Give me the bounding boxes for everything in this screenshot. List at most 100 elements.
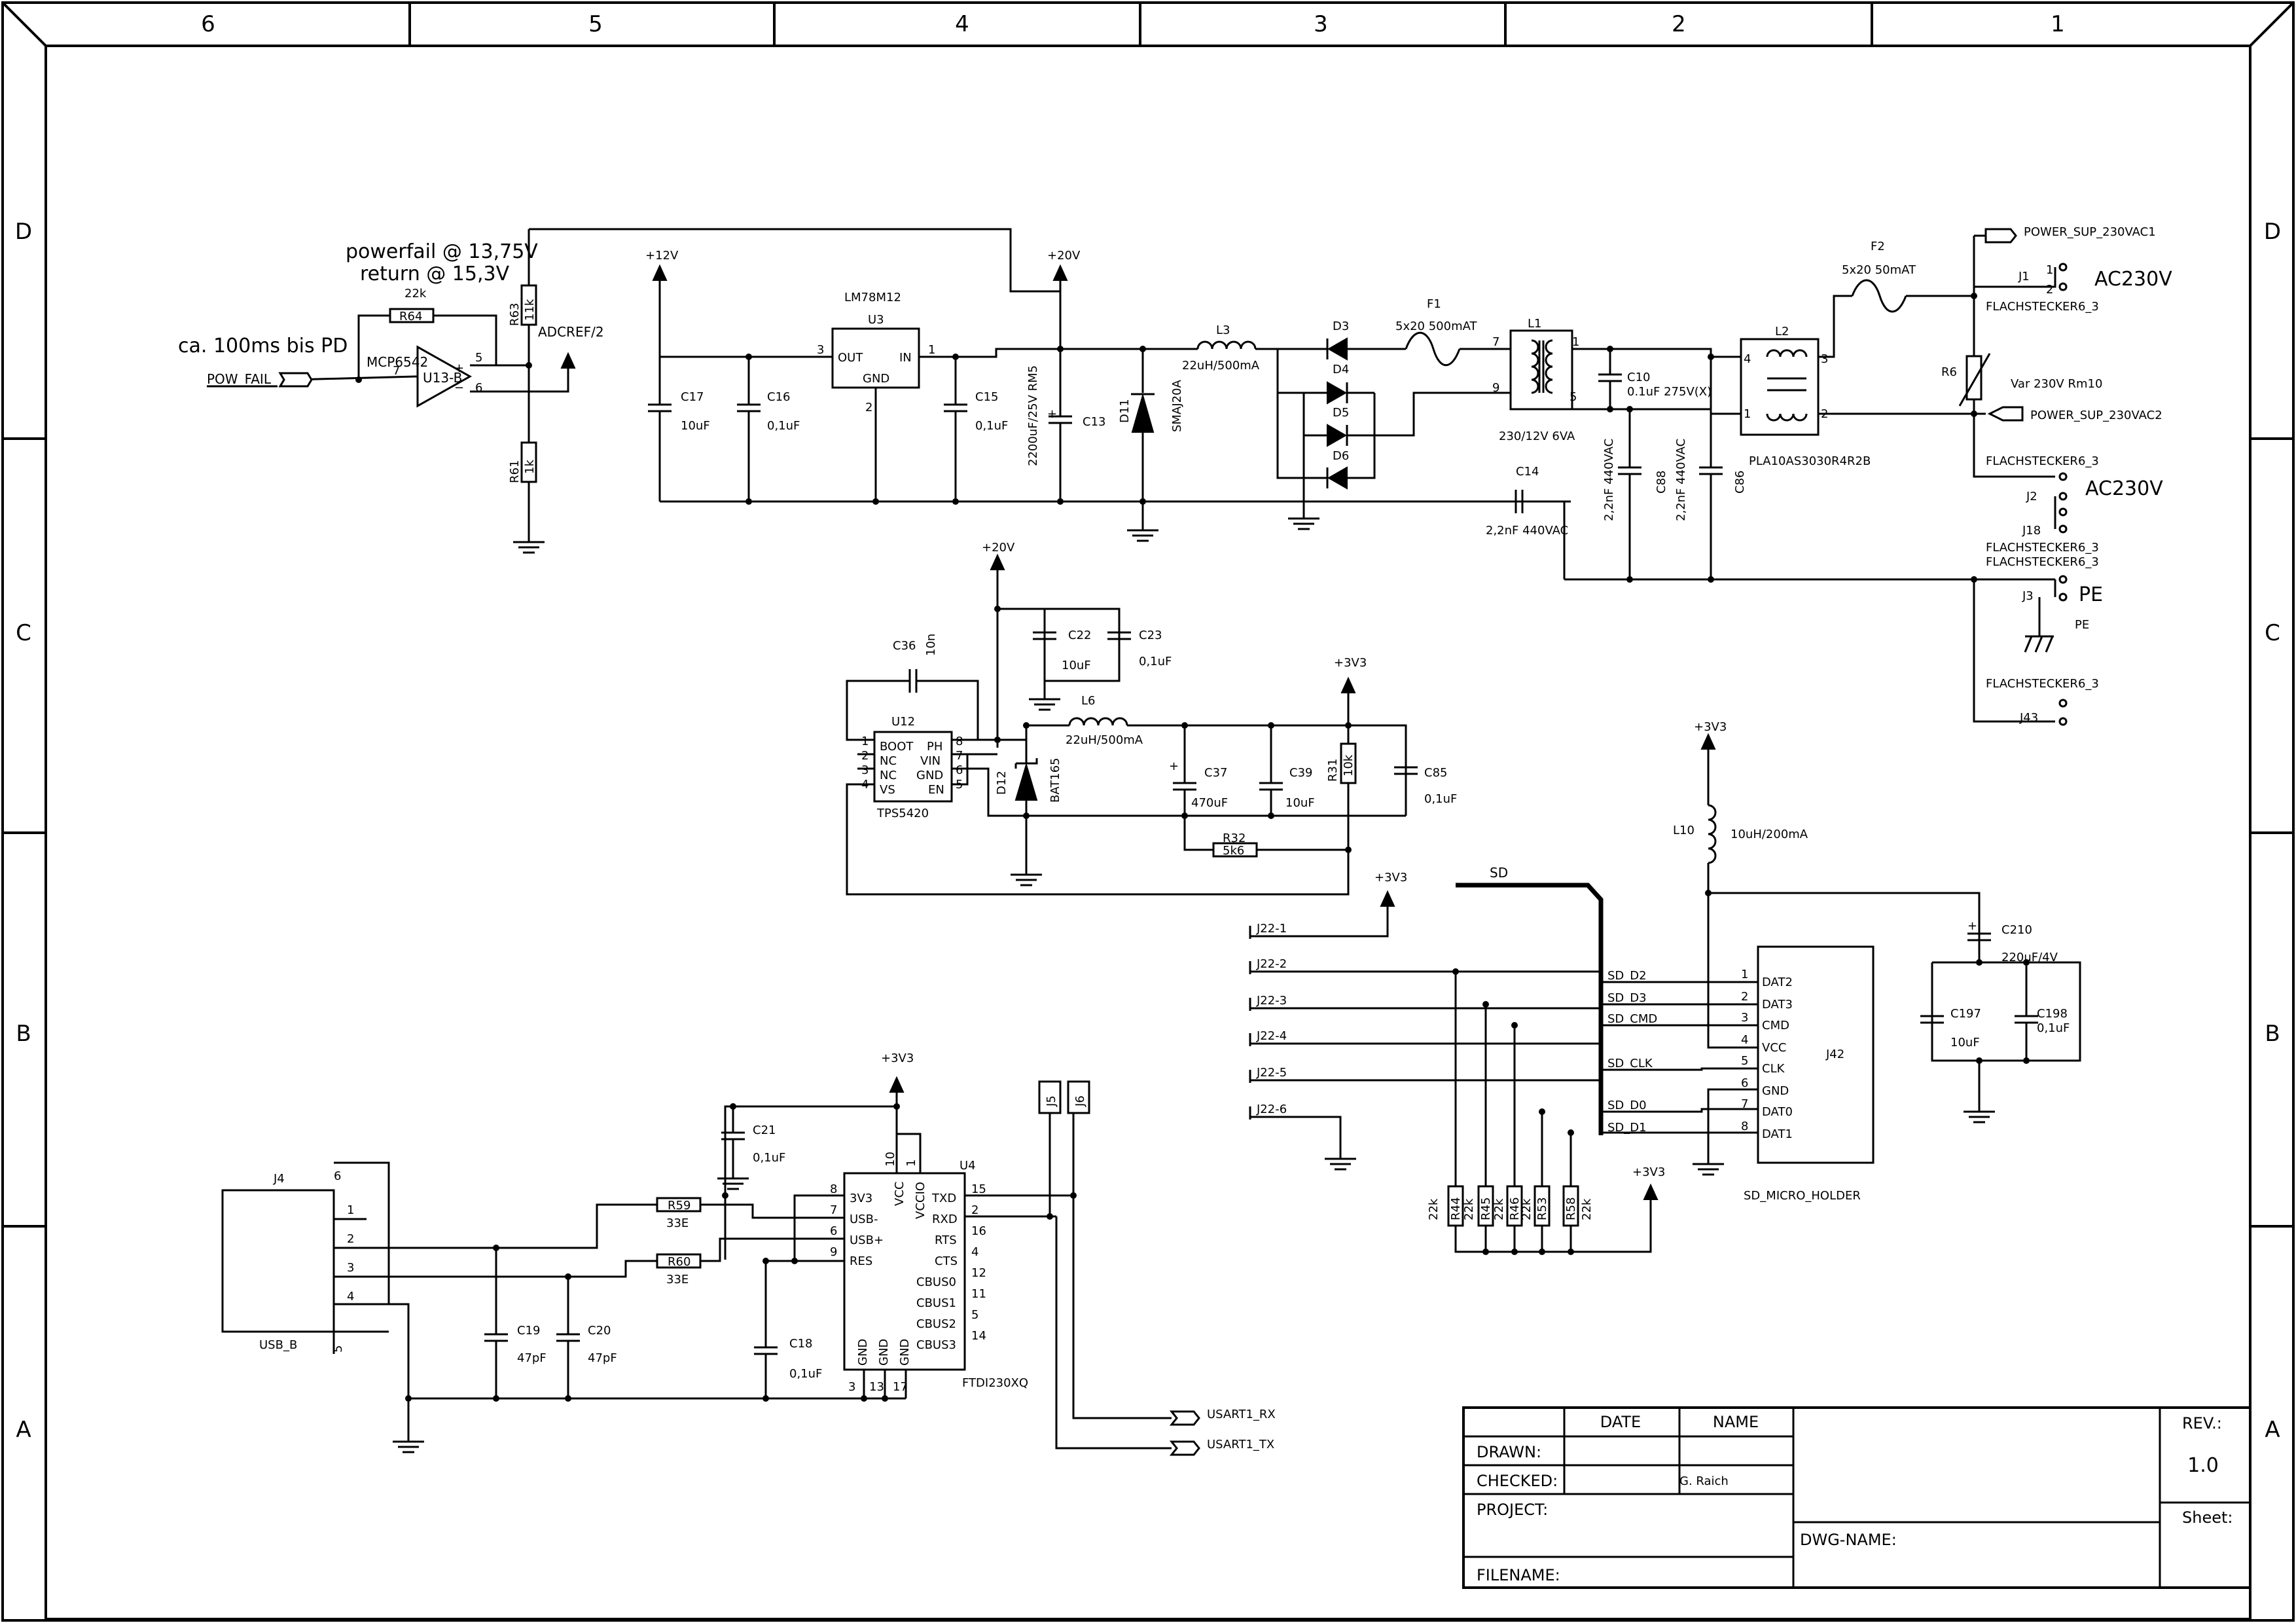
u4-top-name-1: VCCIO (914, 1182, 927, 1219)
j18-ref: J18 (2022, 524, 2041, 538)
l6-inductor (1068, 717, 1128, 726)
adcref-label: ADCREF/2 (538, 324, 604, 340)
u4-right-name-5: CBUS1 (916, 1296, 956, 1310)
title-rev-label: REV.: (2182, 1414, 2222, 1432)
pwr-3v3-a-label: +3V3 (1334, 656, 1367, 670)
c13-ref: C13 (1083, 415, 1105, 429)
c197-value: 10uF (1950, 1036, 1980, 1049)
u3-pin1: 1 (928, 343, 935, 357)
r44-ref: R44 (1449, 1197, 1463, 1220)
l2-ref: L2 (1775, 325, 1789, 338)
l3-value: 22uH/500mA (1182, 359, 1260, 373)
sd-net-clk: SD_CLK (1607, 1057, 1653, 1070)
j4-pin6: 6 (334, 1169, 341, 1183)
c20-value: 47pF (588, 1351, 617, 1365)
j42-pin-name-vcc: VCC (1762, 1041, 1786, 1055)
u12-en: EN (928, 783, 944, 797)
power-sup-230vac2-port[interactable] (1987, 406, 2024, 422)
j42-pin-num-5: 5 (1741, 1054, 1748, 1068)
j3-tag: PE (2079, 583, 2103, 606)
u4-ftdi-ic (843, 1172, 966, 1371)
r53-value: 22k (1520, 1198, 1534, 1220)
c198-value: 0,1uF (2037, 1021, 2070, 1035)
j4-ref: J4 (273, 1172, 285, 1186)
l2-pin3: 3 (1821, 352, 1828, 366)
u4-left-num-0: 8 (830, 1182, 837, 1196)
f1-value: 5x20 500mAT (1395, 319, 1478, 333)
pwr-3v3-e-label: +3V3 (881, 1051, 914, 1065)
j4-pin4: 4 (347, 1290, 354, 1304)
pwr-3v3-b-label: +3V3 (1374, 871, 1407, 884)
u12-vin: VIN (920, 754, 941, 768)
r45-ref: R45 (1479, 1197, 1493, 1220)
f2-fuse (1851, 279, 1907, 313)
l1-pin9: 9 (1492, 381, 1499, 395)
frame-col-1: 1 (2051, 11, 2065, 37)
c13-value: 2200uF/25V RM5 (1026, 365, 1040, 466)
j42-pin-num-3: 3 (1741, 1011, 1748, 1025)
u12-p8: 8 (956, 735, 963, 748)
d5-ref: D5 (1333, 406, 1349, 420)
pow-fail-port[interactable] (278, 372, 313, 388)
sd-net-d3: SD_D3 (1607, 991, 1647, 1005)
title-name-header: NAME (1713, 1413, 1759, 1431)
r63-value: 11k (523, 299, 537, 321)
u13-pin6: 6 (475, 381, 482, 395)
u4-left-name-2: USB+ (850, 1233, 884, 1247)
j42-pin-name-gnd: GND (1762, 1084, 1789, 1098)
u4-left-name-0: 3V3 (850, 1192, 872, 1205)
r6-value: Var 230V Rm10 (2011, 377, 2102, 391)
c198-ref: C198 (2037, 1007, 2068, 1021)
l10-ref: L10 (1673, 824, 1695, 837)
r53-ref: R53 (1535, 1197, 1549, 1220)
j22-pin6: J22-6 (1256, 1103, 1287, 1116)
power-sup-230vac1-port[interactable] (1984, 228, 2017, 244)
u13-part: MCP6542 (367, 354, 428, 370)
u13-minus: − (454, 381, 464, 395)
r6-ref: R6 (1941, 365, 1957, 379)
title-sheet-label: Sheet: (2182, 1508, 2233, 1527)
c37-ref: C37 (1204, 766, 1227, 780)
j4-part: USB_B (259, 1338, 297, 1352)
c10-value: 0.1uF 275V(X) (1627, 385, 1712, 399)
u12-ph: PH (927, 740, 942, 754)
c19-ref: C19 (517, 1324, 540, 1338)
r32-ref: R32 (1223, 831, 1246, 845)
j1-ref: J1 (2018, 270, 2030, 283)
r59-ref: R59 (668, 1199, 691, 1213)
j4-usb-b-connector[interactable] (221, 1189, 335, 1333)
c37-plus: + (1169, 759, 1179, 773)
u3-part: LM78M12 (844, 291, 901, 304)
u4-ref: U4 (960, 1159, 976, 1173)
d3-ref: D3 (1333, 319, 1349, 333)
j42-pin-num-1: 1 (1741, 968, 1748, 981)
u4-right-num-6: 5 (971, 1308, 978, 1322)
usart1-tx-port[interactable] (1169, 1440, 1200, 1456)
j5-ref: J5 (1045, 1095, 1058, 1107)
r64-ref: R64 (399, 310, 422, 323)
u4-bottom-num-1: 13 (869, 1380, 884, 1394)
l2-choke-outline (1740, 338, 1820, 436)
j6-testpoint[interactable] (1067, 1080, 1090, 1114)
pwr-20v-a-label: +20V (1047, 249, 1081, 263)
l6-ref: L6 (1081, 694, 1095, 708)
c36-ref: C36 (893, 639, 916, 653)
l1-value: 230/12V 6VA (1499, 429, 1575, 443)
frame-row-c-right: C (2265, 620, 2280, 646)
c15-ref: C15 (975, 390, 998, 404)
j3-gnd-label: PE (2075, 618, 2089, 632)
j2-tag: AC230V (2085, 477, 2163, 500)
title-checked: CHECKED: (1477, 1472, 1558, 1490)
frame-col-4: 4 (955, 11, 969, 37)
j22-pin2: J22-2 (1256, 957, 1287, 971)
usart1-rx-port[interactable] (1169, 1410, 1200, 1426)
u4-right-name-7: CBUS3 (916, 1338, 956, 1352)
c16-value: 0,1uF (767, 419, 800, 433)
c18-value: 0,1uF (789, 1367, 822, 1381)
c197-ref: C197 (1950, 1007, 1981, 1021)
frame-row-d-left: D (15, 219, 32, 245)
sd-net-d1: SD_D1 (1607, 1121, 1647, 1135)
r63-resistor (520, 284, 537, 326)
j42-sd-holder[interactable] (1757, 945, 1874, 1164)
